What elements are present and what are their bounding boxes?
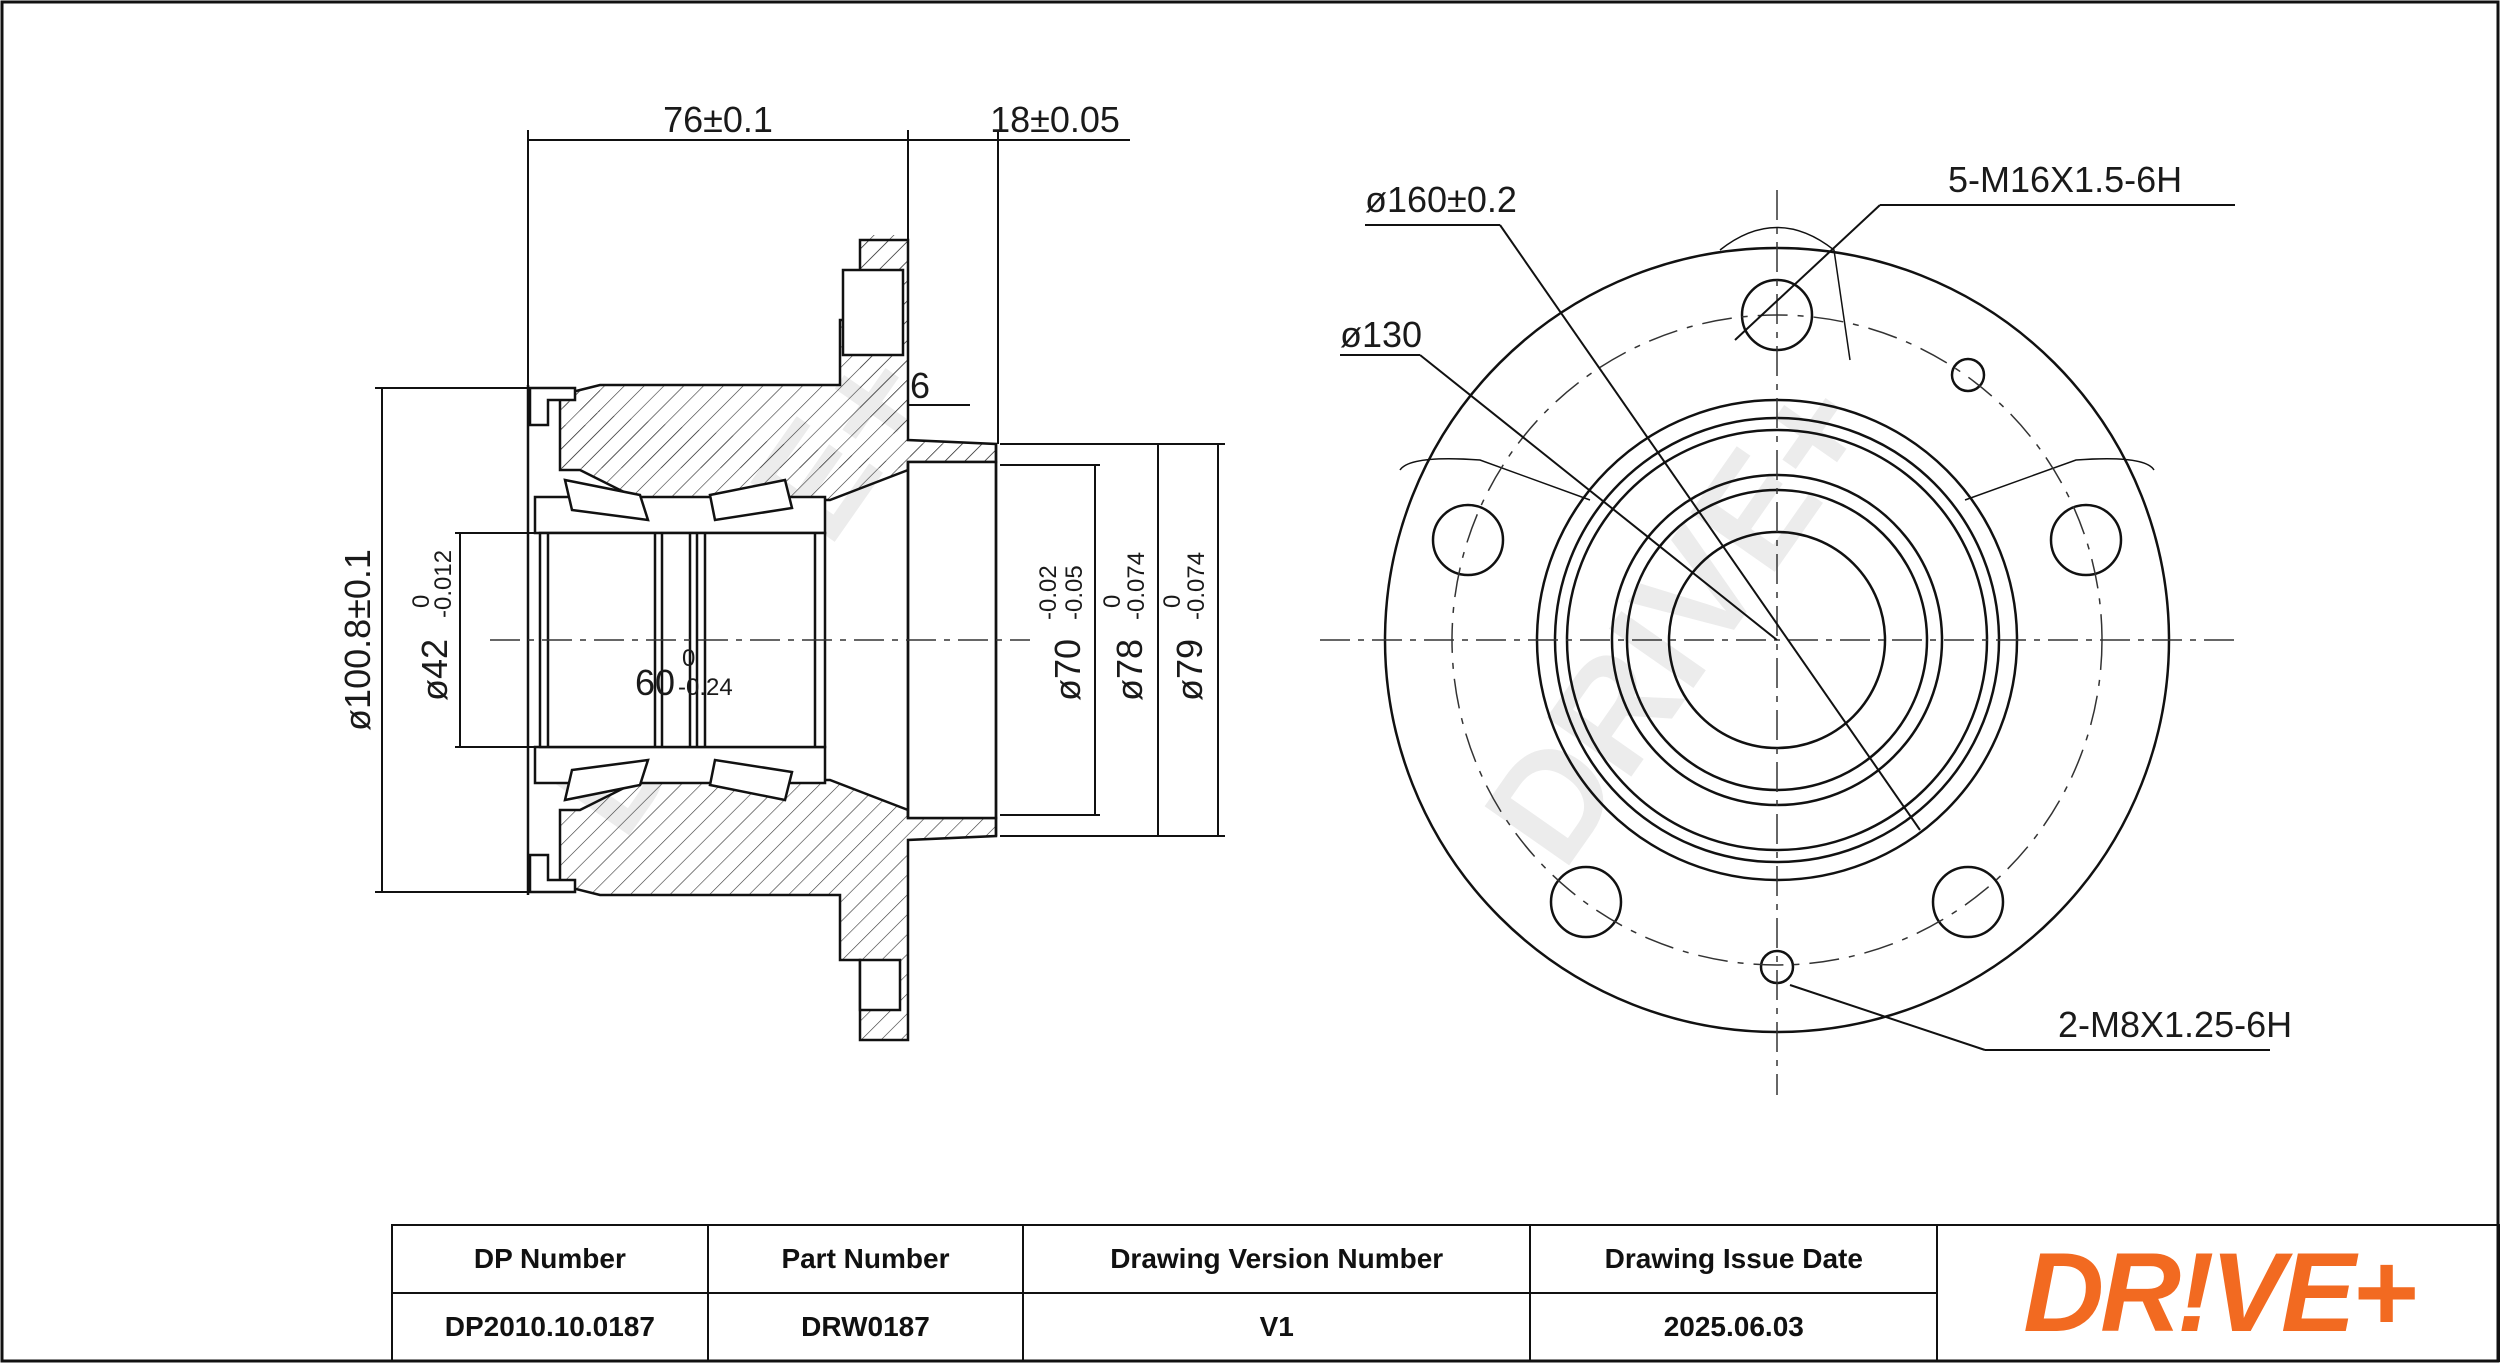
dim-130: ø130 bbox=[1340, 314, 1422, 355]
dim-70-tol-lower: -0.05 bbox=[1061, 565, 1088, 620]
value-dp-number: DP2010.10.0187 bbox=[391, 1292, 709, 1362]
dim-78-tol-lower: -0.074 bbox=[1123, 552, 1150, 620]
watermark-right-text: DRIVE+ bbox=[1452, 348, 1903, 892]
header-issue-date: Drawing Issue Date bbox=[1529, 1224, 1939, 1294]
value-drawing-version: V1 bbox=[1022, 1292, 1532, 1362]
dim-60-group: 60 0 -0.24 bbox=[635, 645, 733, 703]
header-dp-number: DP Number bbox=[391, 1224, 709, 1294]
dim-70-group: ø70 -0.02 -0.05 bbox=[1035, 565, 1088, 701]
logo-cell: DR!VE+ bbox=[1936, 1224, 2500, 1362]
front-leader-lines bbox=[1340, 204, 2270, 1051]
dim-42-base: ø42 bbox=[414, 639, 455, 701]
thread-2-label: 2-M8X1.25-6H bbox=[2058, 1004, 2292, 1045]
drive-logo: DR!VE+ bbox=[2023, 1230, 2417, 1355]
dim-78-base: ø78 bbox=[1109, 639, 1150, 701]
dim-160: ø160±0.2 bbox=[1365, 179, 1517, 220]
dim-18: 18±0.05 bbox=[990, 99, 1120, 140]
dim-70-tol-upper: -0.02 bbox=[1035, 565, 1062, 620]
dim-42-tol-upper: 0 bbox=[408, 595, 435, 608]
dim-76: 76±0.1 bbox=[663, 99, 773, 140]
header-drawing-version: Drawing Version Number bbox=[1022, 1224, 1532, 1294]
section-dimension-lines bbox=[375, 130, 1225, 893]
dim-100: ø100.8±0.1 bbox=[337, 549, 378, 731]
value-issue-date: 2025.06.03 bbox=[1529, 1292, 1939, 1362]
dim-42-group: ø42 0 -0.012 bbox=[408, 550, 457, 701]
dim-6: 6 bbox=[910, 365, 930, 406]
dim-78-tol-upper: 0 bbox=[1099, 595, 1126, 608]
value-part-number: DRW0187 bbox=[706, 1292, 1025, 1362]
dim-60-tol-lower: -0.24 bbox=[678, 674, 733, 701]
thread-5-label: 5-M16X1.5-6H bbox=[1948, 159, 2182, 200]
dim-79-base: ø79 bbox=[1169, 639, 1210, 701]
dim-60-tol-upper: 0 bbox=[682, 645, 695, 672]
title-block: DP Number Part Number Drawing Version Nu… bbox=[391, 1224, 2500, 1362]
dim-78-group: ø78 0 -0.074 bbox=[1099, 552, 1150, 701]
header-part-number: Part Number bbox=[706, 1224, 1025, 1294]
dim-100-group: ø100.8±0.1 bbox=[337, 549, 378, 731]
dim-79-tol-lower: -0.074 bbox=[1183, 552, 1210, 620]
dim-60-base: 60 bbox=[635, 662, 675, 703]
section-view bbox=[526, 235, 998, 1042]
dim-70-base: ø70 bbox=[1047, 639, 1088, 701]
watermark-right: DRIVE+ bbox=[1452, 348, 1903, 892]
dim-79-tol-upper: 0 bbox=[1159, 595, 1186, 608]
dim-79-group: ø79 0 -0.074 bbox=[1159, 552, 1210, 701]
dim-42-tol-lower: -0.012 bbox=[430, 550, 457, 618]
